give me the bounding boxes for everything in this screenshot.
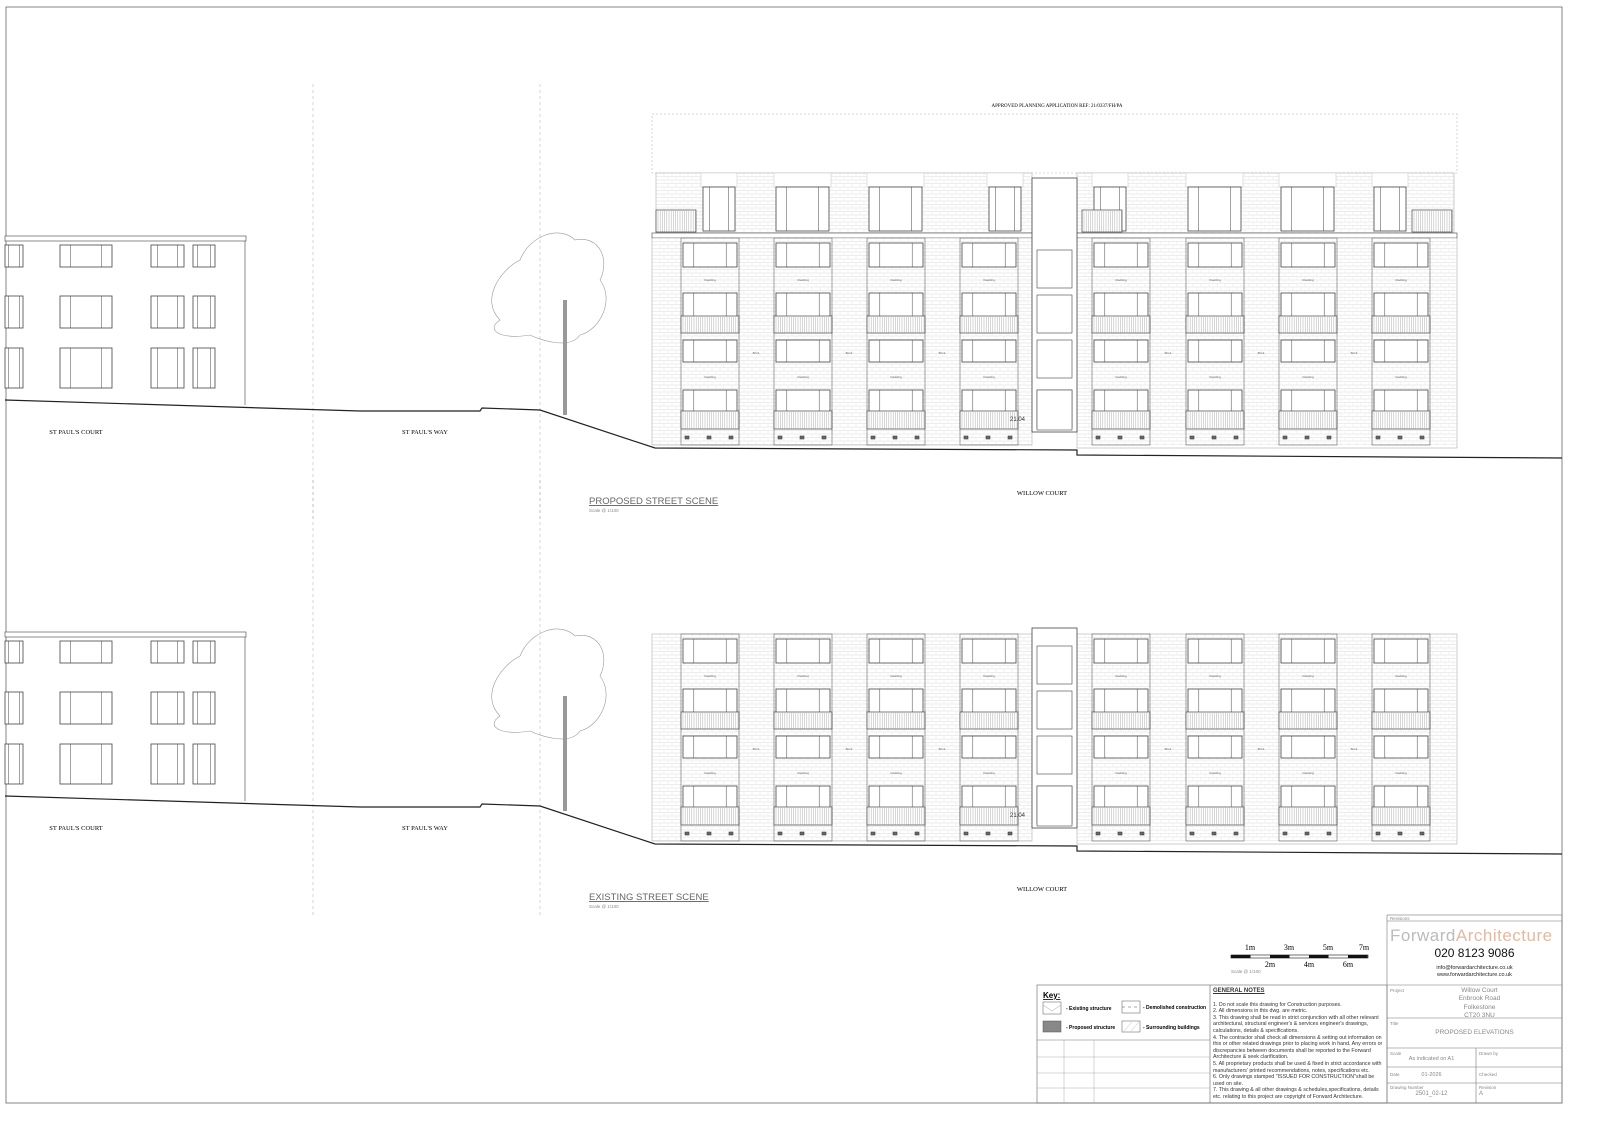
window-head	[1185, 172, 1244, 188]
tree	[491, 232, 607, 415]
window	[775, 186, 830, 232]
balcony-railing	[1081, 209, 1123, 233]
window-head	[1091, 172, 1129, 188]
window	[150, 244, 185, 268]
window	[4, 295, 24, 329]
window	[59, 295, 113, 329]
window	[150, 347, 185, 389]
st-pauls-court-building	[4, 235, 247, 405]
window-head	[866, 172, 925, 188]
ground-line	[4, 399, 1563, 459]
window-head	[773, 172, 832, 188]
window	[868, 186, 923, 232]
sheet-border	[5, 6, 1563, 1104]
window	[192, 347, 216, 389]
window-head	[700, 172, 738, 188]
window	[4, 347, 24, 389]
balcony-railing	[1411, 209, 1453, 233]
window	[702, 186, 736, 232]
tree-canopy	[491, 232, 607, 344]
window	[1280, 186, 1335, 232]
window	[192, 244, 216, 268]
window	[59, 244, 113, 268]
roof-edge	[4, 235, 247, 242]
window	[150, 295, 185, 329]
window-head	[986, 172, 1024, 188]
balcony-railing	[655, 209, 697, 233]
window	[1373, 186, 1407, 232]
willow-court-building: CladdingCladdingCladdingCladdingBrickCla…	[651, 113, 1458, 449]
window-head	[1371, 172, 1409, 188]
window	[988, 186, 1022, 232]
window	[59, 347, 113, 389]
scene-proposed: CladdingCladdingCladdingCladdingBrickCla…	[4, 84, 1563, 520]
window	[4, 244, 24, 268]
window-head	[1278, 172, 1337, 188]
approved-outline	[651, 113, 1458, 174]
window	[1187, 186, 1242, 232]
window	[192, 295, 216, 329]
